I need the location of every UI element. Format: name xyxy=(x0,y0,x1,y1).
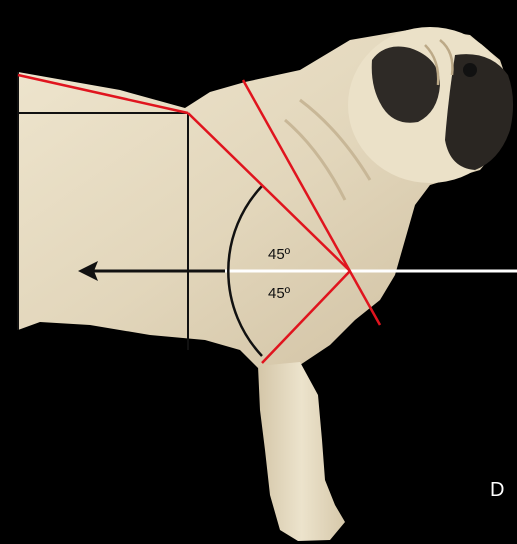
upper-angle-label: 45º xyxy=(268,246,291,263)
lower-angle-label: 45º xyxy=(268,285,291,302)
dog-eye xyxy=(463,63,477,77)
panel-letter: D xyxy=(490,479,504,501)
